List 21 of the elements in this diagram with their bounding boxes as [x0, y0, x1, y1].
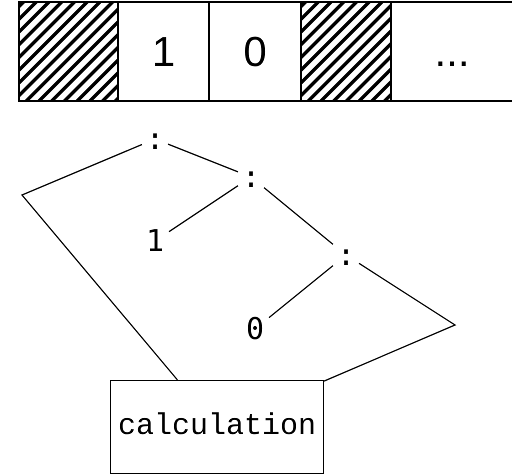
- tree-node-label: 1: [146, 224, 164, 258]
- tree-node-label: :: [242, 160, 260, 194]
- tape-symbol: 0: [243, 28, 267, 76]
- tape-cell: [208, 1, 300, 102]
- connector-line: [268, 265, 334, 318]
- process-box: [110, 380, 324, 474]
- tape-symbol: ...: [434, 28, 470, 76]
- connector-line: [168, 185, 238, 232]
- tree-node-label: 0: [246, 312, 264, 346]
- connector-line: [20, 144, 178, 380]
- tape-cell: [117, 1, 208, 102]
- tape-cell: [390, 1, 512, 102]
- hatched-tape-cell: [18, 1, 117, 102]
- connector-line: [168, 144, 238, 172]
- connector-line: [324, 262, 456, 382]
- tree-node-label: :: [146, 122, 164, 156]
- box-label: calculation: [118, 410, 316, 444]
- tree-node-label: :: [336, 238, 356, 272]
- hatched-tape-cell: [300, 1, 390, 102]
- tape-symbol: 1: [152, 28, 176, 76]
- connector-line: [264, 187, 334, 245]
